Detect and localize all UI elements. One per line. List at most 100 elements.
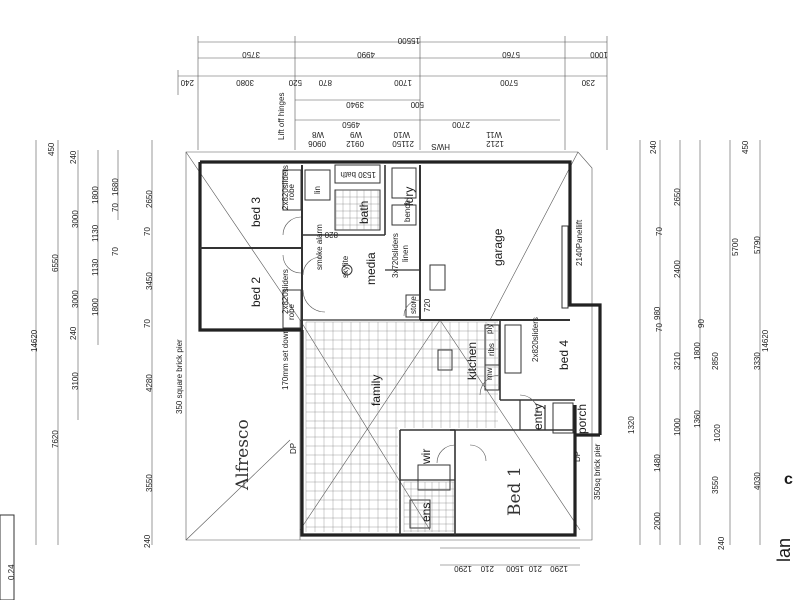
dim-right-edge-3: 70 [655,227,664,236]
dim-top-1: 3750 [242,50,260,59]
dim-right-sub-3: 1000 [673,418,682,436]
dim-right-major-4: 4030 [753,472,762,490]
room-labels: bed 3 bed 2 bath ldry media garage famil… [233,187,589,522]
dim-right-major-1: 5700 [731,238,740,256]
label-sliders-bed4: 2x820sliders [531,317,540,362]
top-dimensions: 15500 3750 4990 5760 1000 240 3080 520 8… [177,36,608,151]
dim-top-13: 500 [410,100,424,109]
label-linen: linen [401,245,410,262]
label-lin: lin [313,186,322,194]
dim-top-9: 1700 [394,78,412,87]
room-porch: porch [575,404,589,434]
dim-left-edge-3: 240 [69,326,78,340]
room-wir: wir [419,449,433,465]
dim-left-major-2: 7620 [51,430,60,448]
dim-top-5: 240 [180,78,194,87]
bottom-dimensions: 1290 210 1500 210 1290 [440,547,580,573]
left-dimensions: 14620 6550 7620 3000 3000 3100 1800 1130… [0,140,154,600]
room-family: family [369,375,383,406]
dim-left-outer-4: 3550 [145,474,154,492]
dim-left-major-1: 6550 [51,254,60,272]
lift-off-label: Lift off hinges [277,93,286,140]
dim-top-3: 5760 [502,50,520,59]
dim-left-edge-4: 70 [143,227,152,236]
dim-right-sub-5: 1020 [713,424,722,442]
dim-right-edge-1: 240 [649,140,658,154]
label-robe-bed2: robe [287,303,296,320]
room-bed2: bed 2 [249,277,263,307]
dim-right-mid-4: 2850 [711,352,720,370]
dim-top-8: 870 [318,78,332,87]
dim-left-edge-2: 240 [69,150,78,164]
dim-top-14: 4950 [342,120,360,129]
dim-right-mid-3: 3210 [673,352,682,370]
left-corner-text: 0.24 [7,564,16,580]
right-edge-letter: c [784,471,793,488]
skylight-symbol [341,264,353,276]
room-alfresco: Alfresco [233,419,253,491]
label-bench: bench [403,200,412,222]
dim-left-sub-1: 1800 [91,186,100,204]
dim-right-edge-4: 70 [655,323,664,332]
dim-right-edge-5: 90 [697,319,706,328]
dim-right-sub-7: 2000 [653,512,662,530]
dim-left-overall: 14620 [30,329,39,352]
hws-label: HWS [431,142,450,151]
dim-top-2: 4990 [357,50,375,59]
dim-left-mid-3: 3100 [71,372,80,390]
room-bed1: Bed 1 [505,466,525,516]
room-kitchen: kitchen [465,342,479,380]
dim-bottom-1: 1290 [454,564,472,573]
room-media: media [364,252,378,285]
right-dimensions: 14620 5700 5790 3330 4030 2650 2400 3210… [639,140,794,562]
dim-top-11: 230 [581,78,595,87]
dim-right-major-2: 5790 [753,236,762,254]
room-ldry: ldry [402,187,416,206]
dim-left-small-2: 70 [111,203,120,212]
label-robe-bed3: robe [287,183,296,200]
dim-right-sub-4: 1360 [693,410,702,428]
dim-left-mid-1: 3000 [71,210,80,228]
label-wash: 1530 bath [340,170,376,179]
dim-right-sub-2: 1800 [693,342,702,360]
dim-left-outer-2: 3450 [145,272,154,290]
label-sliders-bed3: 2x820sliders [281,165,290,210]
dim-top-6: 3080 [236,78,254,87]
label-mw: mw [485,367,494,380]
win-w11: W11 [486,130,502,139]
dim-left-outer-1: 2650 [145,190,154,208]
dim-left-sub-4: 1800 [91,298,100,316]
dim-bottom-4: 210 [528,564,542,573]
win-0912: 0912 [346,139,364,148]
label-sliders-media: 3x720sliders [391,233,400,278]
label-brick-pier-2: 350sq brick pier [593,443,602,500]
dim-right-edge-2: 450 [741,140,750,154]
building-walls [185,151,602,541]
dim-top-10: 5700 [500,78,518,87]
dim-left-small-3: 70 [111,247,120,256]
dim-bottom-5: 1290 [550,564,568,573]
label-skylite: skylite [341,255,350,278]
dim-bottom-3: 1500 [506,564,524,573]
dim-right-sub-1: 980 [653,306,662,320]
dim-right-mid-1: 2650 [673,188,682,206]
room-bed4: bed 4 [557,340,571,370]
label-720: 720 [423,298,432,312]
label-step: 170mm set down [281,329,290,390]
dim-right-mid-5: 3550 [711,476,720,494]
room-ens: ens [419,503,433,522]
label-ply: ply [485,324,494,334]
label-panel-lift: 2140Panellift [575,219,584,266]
dim-left-sub-2: 1130 [91,224,100,242]
dim-right-mid-2: 2400 [673,260,682,278]
right-edge-plan: lan [774,538,794,562]
room-bed3: bed 3 [249,197,263,227]
dim-left-edge-6: 240 [143,534,152,548]
dim-right-major-3: 3330 [753,352,762,370]
dim-left-small-1: 1680 [111,178,120,196]
win-w8: W8 [311,130,324,139]
dim-top-4: 1000 [590,50,608,59]
win-21150: 21150 [392,139,414,148]
label-1320: 1320 [627,416,636,434]
